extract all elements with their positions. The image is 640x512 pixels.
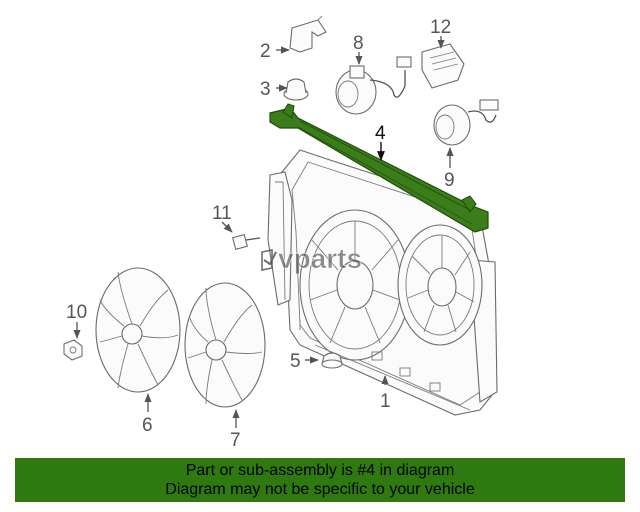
info-banner: Part or sub-assembly is #4 in diagram Di… xyxy=(15,458,625,502)
part-4-support-bar[interactable] xyxy=(269,103,489,233)
callout-9: 9 xyxy=(444,170,455,191)
banner-line-disclaimer: Diagram may not be specific to your vehi… xyxy=(165,481,475,498)
callout-5: 5 xyxy=(290,351,301,372)
part-11-bolt[interactable] xyxy=(231,233,261,251)
callout-11: 11 xyxy=(212,203,232,224)
callout-4: 4 xyxy=(375,123,386,144)
watermark-text: vparts xyxy=(278,243,362,274)
part-3-grommet[interactable] xyxy=(283,78,309,101)
part-5-grommet[interactable] xyxy=(321,352,343,369)
parts-diagram: vparts 1 2 3 4 5 6 7 8 9 10 11 12 xyxy=(63,15,499,451)
part-10-nut[interactable] xyxy=(63,339,83,361)
part-7-fan-blade[interactable] xyxy=(184,282,266,408)
callout-10: 10 xyxy=(66,302,87,323)
callout-1: 1 xyxy=(380,391,391,412)
part-8-fan-motor[interactable] xyxy=(335,56,412,115)
callout-2: 2 xyxy=(260,41,271,62)
callout-3: 3 xyxy=(260,79,271,100)
callout-8: 8 xyxy=(353,33,364,54)
callout-leader-lines xyxy=(73,36,454,428)
callout-labels: 1 2 3 4 5 6 7 8 9 10 11 12 xyxy=(66,17,455,451)
part-2-bracket[interactable] xyxy=(289,15,327,53)
part-6-fan-blade[interactable] xyxy=(95,267,181,393)
part-1-fan-shroud[interactable] xyxy=(267,149,498,416)
vparts-watermark-logo: vparts xyxy=(261,243,362,274)
callout-12: 12 xyxy=(430,17,451,38)
part-9-fan-motor[interactable] xyxy=(433,99,499,146)
part-12-relay-module[interactable] xyxy=(421,43,465,89)
callout-7: 7 xyxy=(230,430,241,451)
banner-line-part: Part or sub-assembly is #4 in diagram xyxy=(185,462,455,479)
callout-6: 6 xyxy=(142,415,153,436)
